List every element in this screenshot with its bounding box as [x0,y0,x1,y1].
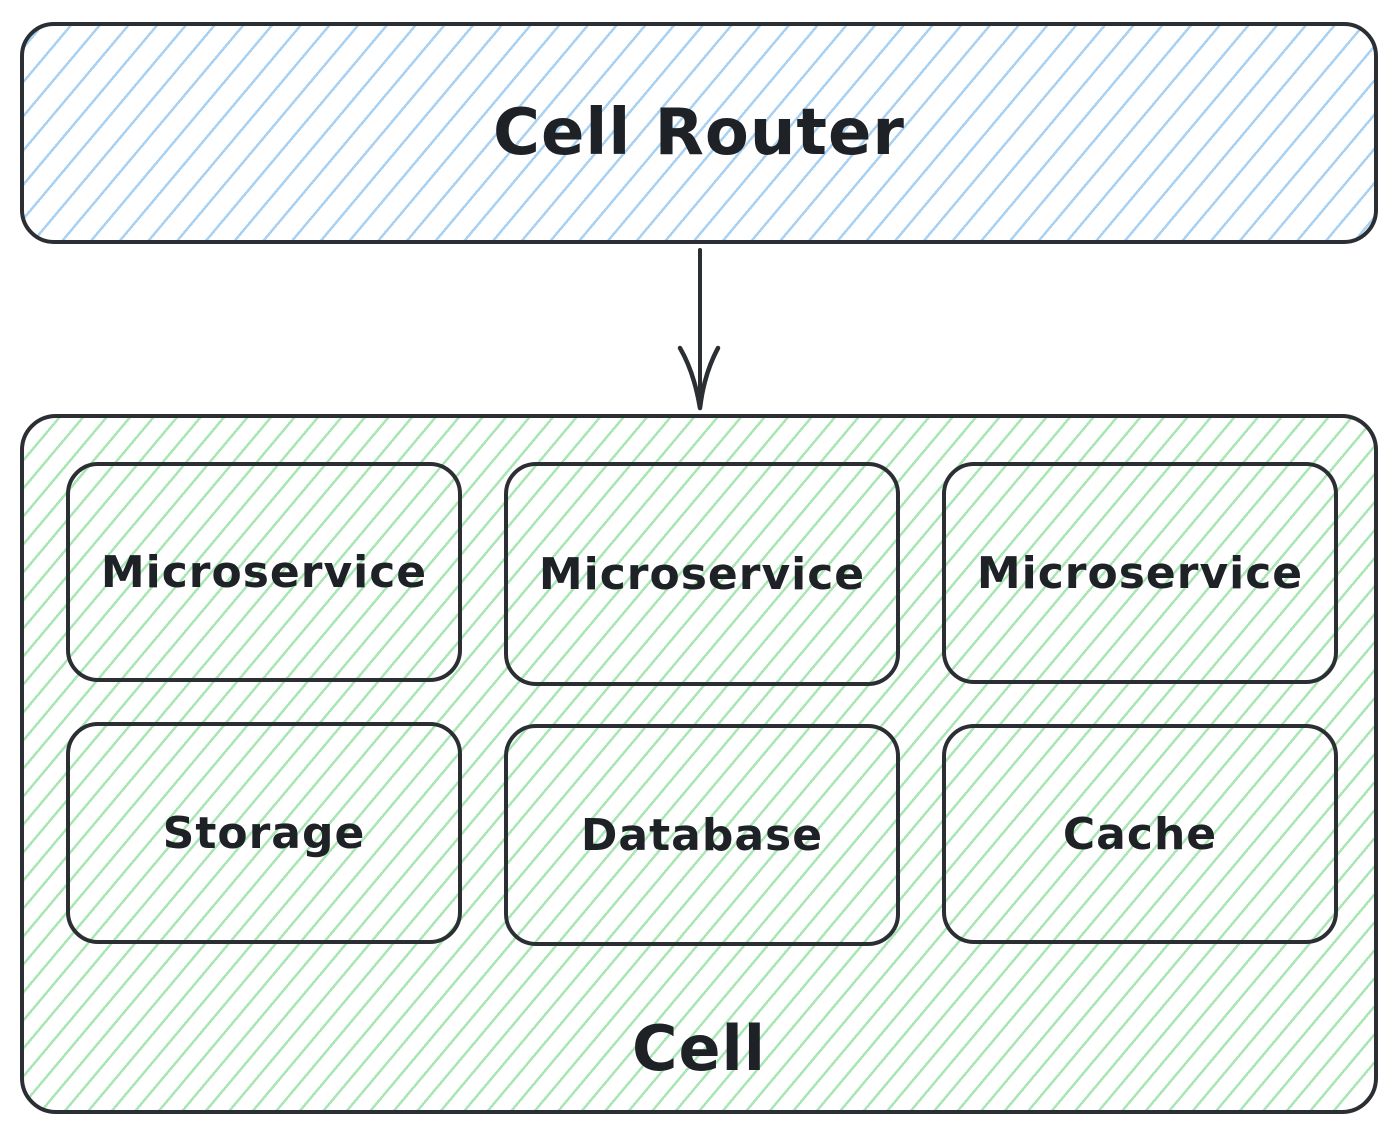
component-label: Cache [1062,808,1218,860]
component-label: Microservice [100,546,428,598]
cache-box: Cache [942,724,1338,944]
storage-box: Storage [66,722,462,944]
component-label: Database [580,809,824,861]
microservice-box-1: Microservice [66,462,462,682]
cell-router-label: Cell Router [493,96,905,170]
router-to-cell-arrow [677,248,721,411]
component-label: Microservice [976,547,1304,599]
component-label: Storage [162,807,366,859]
cell-label: Cell [631,1011,767,1085]
component-label: Microservice [538,548,866,600]
microservice-box-3: Microservice [942,462,1338,684]
cell-box: Microservice Microservice Microservice S… [20,414,1378,1114]
database-box: Database [504,724,900,946]
microservice-box-2: Microservice [504,462,900,686]
cell-router-box: Cell Router [20,22,1378,244]
